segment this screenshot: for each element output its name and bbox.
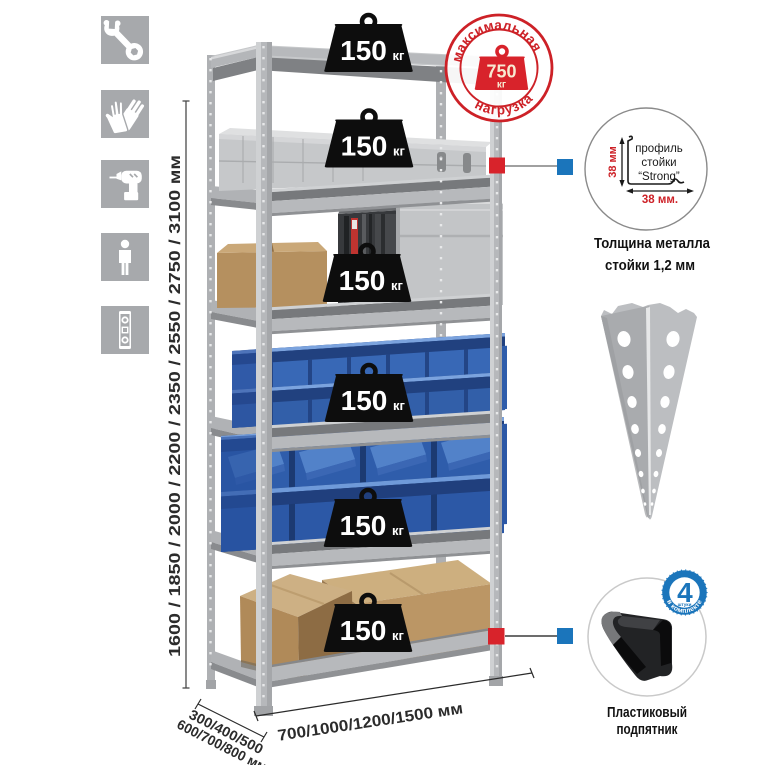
svg-text:штуки: штуки bbox=[678, 602, 692, 607]
svg-text:750: 750 bbox=[486, 62, 516, 82]
svg-text:38 мм.: 38 мм. bbox=[642, 194, 678, 206]
svg-text:38 мм: 38 мм bbox=[607, 146, 619, 178]
svg-text:подпятник: подпятник bbox=[617, 722, 679, 738]
svg-text:Пластиковый: Пластиковый bbox=[607, 705, 687, 721]
svg-text:стойки 1,2 мм: стойки 1,2 мм bbox=[605, 258, 695, 274]
svg-text:стойки: стойки bbox=[641, 157, 676, 169]
svg-text:1600 / 1850 / 2000 / 2200 / 23: 1600 / 1850 / 2000 / 2200 / 2350 / 2550 … bbox=[167, 155, 184, 657]
svg-text:кг: кг bbox=[497, 80, 506, 91]
svg-text:“Strong”: “Strong” bbox=[638, 171, 680, 183]
svg-text:профиль: профиль bbox=[635, 143, 683, 155]
svg-text:4: 4 bbox=[677, 577, 693, 608]
svg-text:Толщина металла: Толщина металла bbox=[594, 236, 711, 252]
